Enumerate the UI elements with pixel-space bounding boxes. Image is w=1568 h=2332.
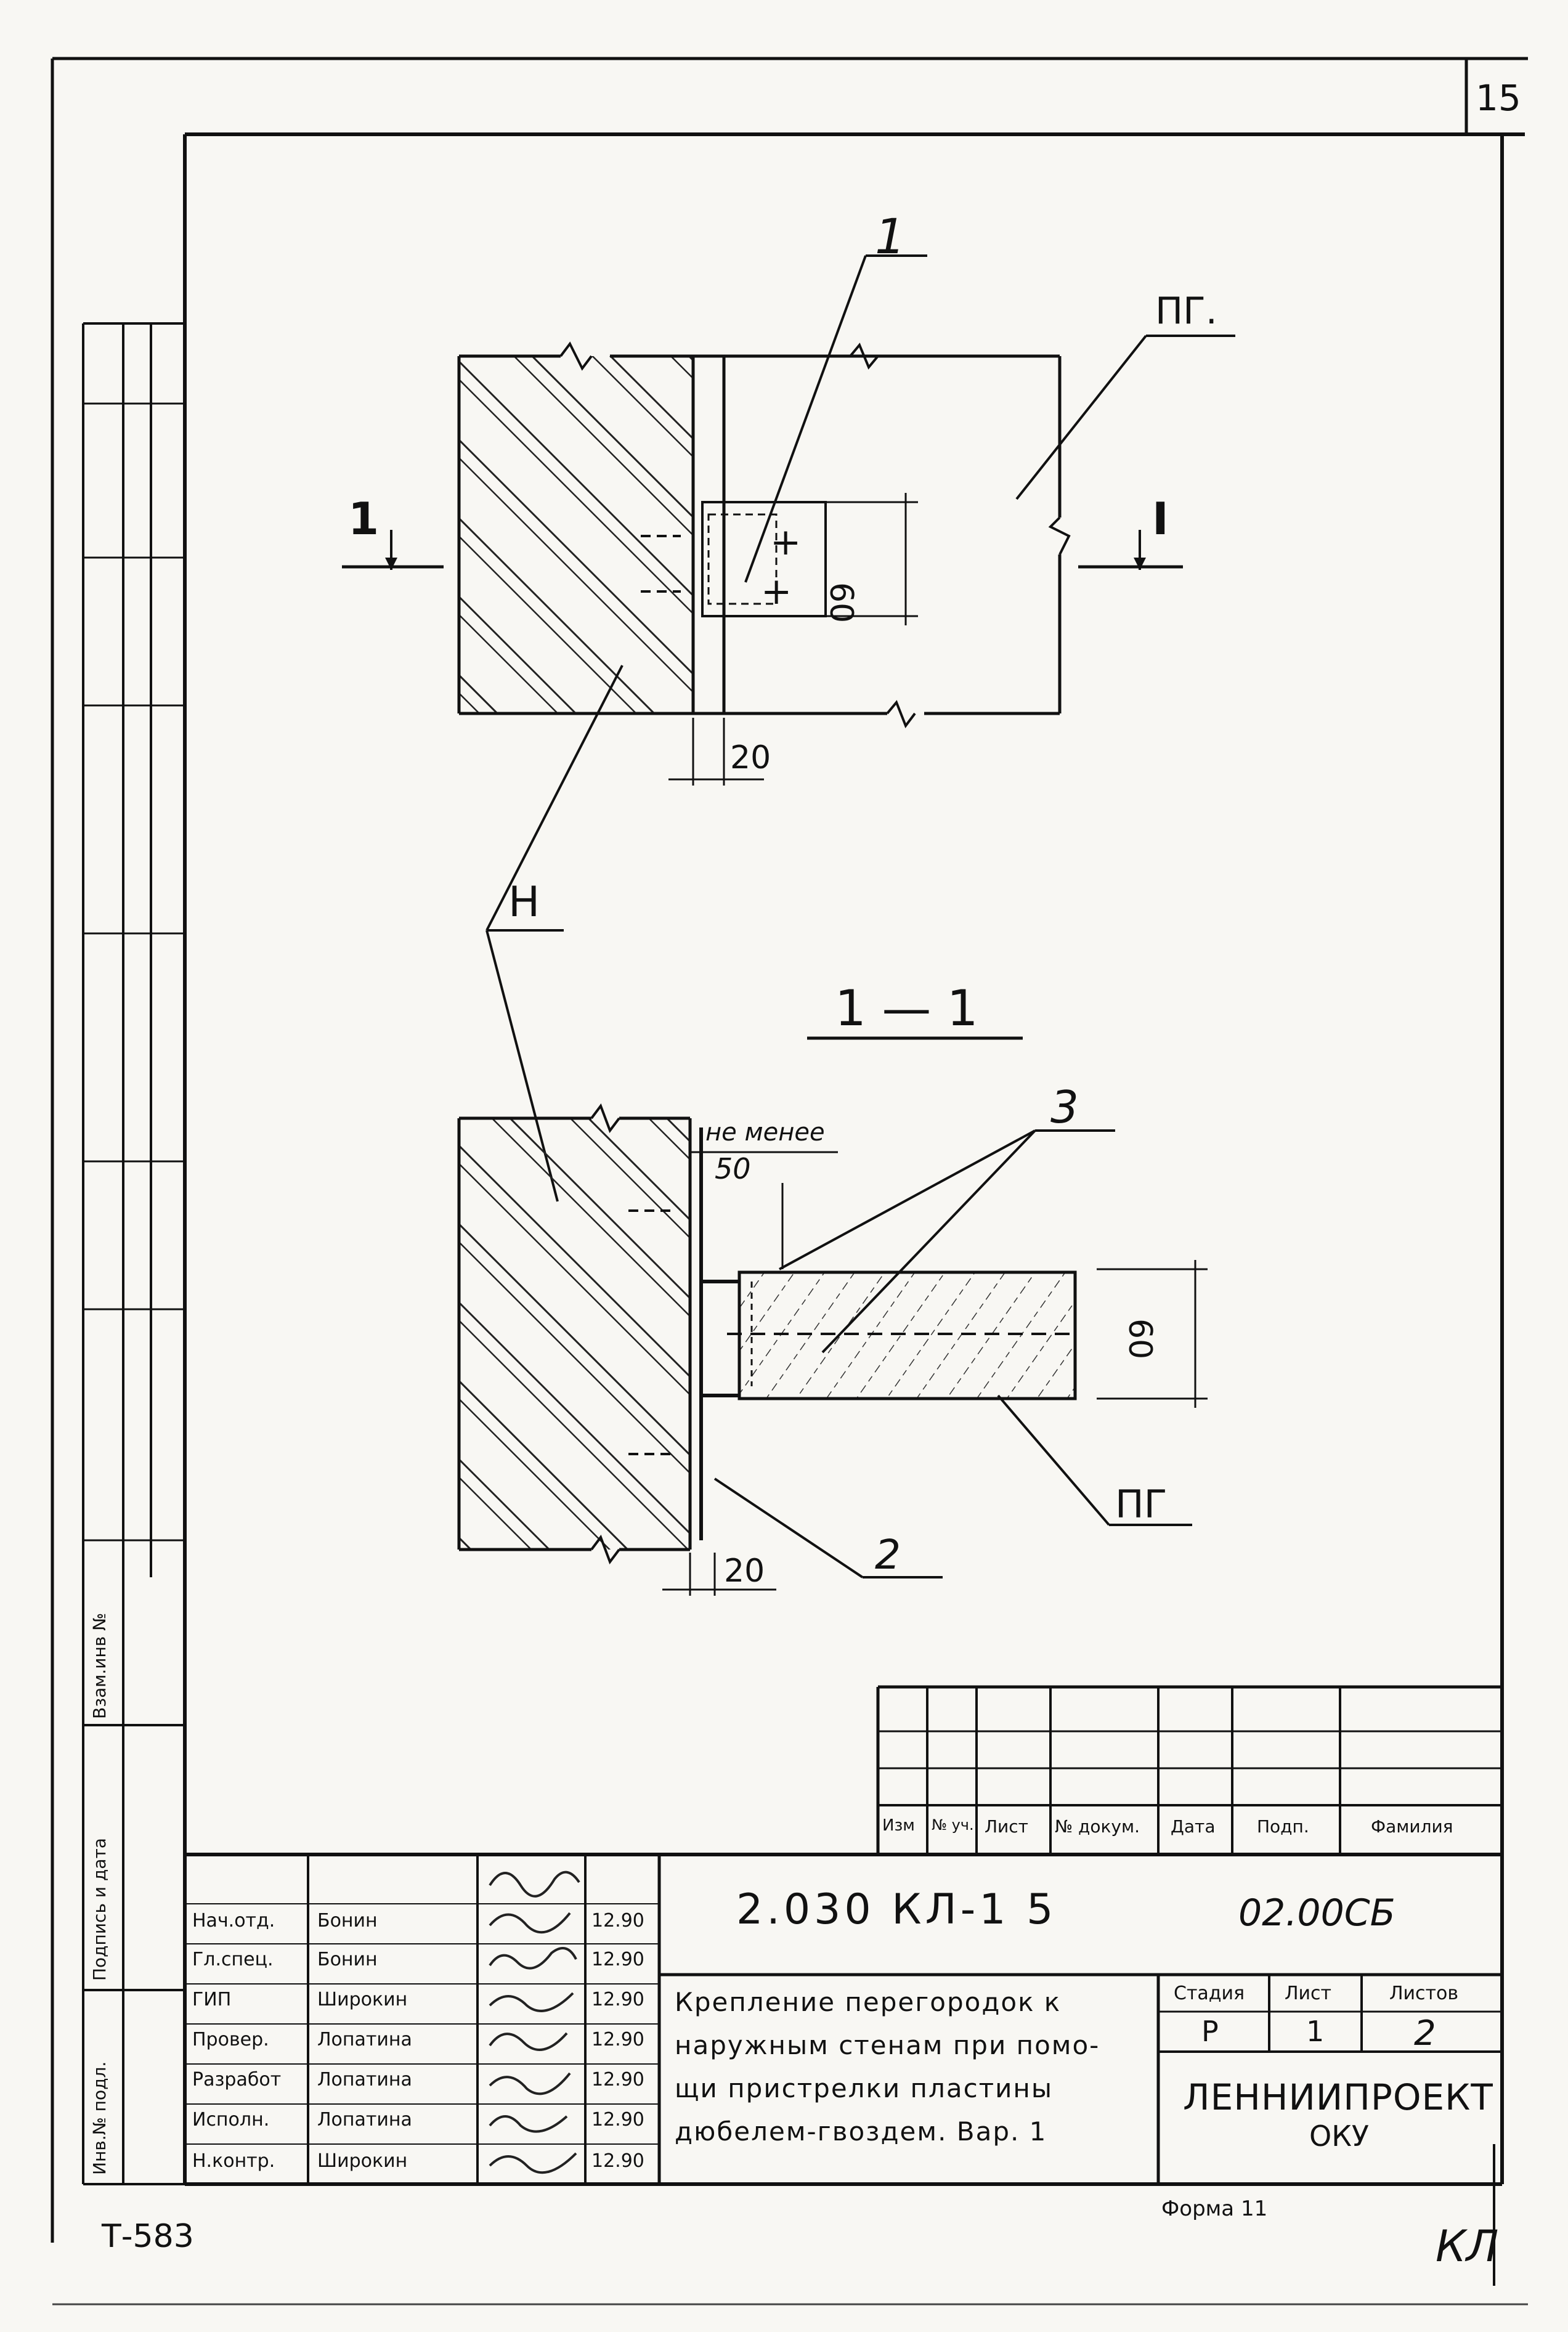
description-line: дюбелем-гвоздем. Вар. 1 [675, 2116, 1047, 2147]
staff-date: 12.90 [591, 2029, 644, 2050]
stage-value: Р [1201, 2015, 1219, 2048]
strip-label-inv-podl: Инв.№ подл. [89, 2061, 110, 2175]
page-number: 15 [1476, 77, 1521, 119]
staff-role: ГИП [192, 1989, 232, 2010]
section-title: 1 — 1 [835, 980, 978, 1037]
organization-name: ЛЕННИИПРОЕКТ [1183, 2076, 1493, 2118]
rev-header-n-uch: № уч. [932, 1816, 974, 1834]
staff-name: Бонин [317, 1949, 378, 1970]
dim-20-top: 20 [730, 739, 771, 776]
label-callout-2: 2 [875, 1531, 901, 1578]
label-h: Н [508, 878, 540, 927]
staff-date: 12.90 [591, 1989, 644, 2010]
staff-date: 12.90 [591, 2150, 644, 2172]
section-mark-right: I [1152, 493, 1169, 545]
note-50: 50 [715, 1152, 751, 1185]
staff-name: Лопатина [317, 2069, 412, 2090]
description-line: Крепление перегородок к [675, 1987, 1062, 2017]
document-code: 2.030 КЛ-1 5 [736, 1885, 1057, 1934]
rev-header-list: Лист [985, 1816, 1028, 1837]
sheet-value: 1 [1306, 2015, 1325, 2048]
staff-date: 12.90 [591, 2109, 644, 2131]
sheets-value: 2 [1414, 2013, 1436, 2054]
dim-60-bottom: 60 [1121, 1318, 1158, 1360]
document-code-suffix: 02.00СБ [1238, 1891, 1395, 1935]
rev-header-izm: Изм [882, 1816, 915, 1835]
description-line: наружным стенам при помо- [675, 2030, 1100, 2060]
staff-role: Разработ [192, 2069, 282, 2090]
dim-60-top: 60 [823, 582, 859, 624]
staff-name: Широкин [317, 2150, 408, 2172]
staff-role: Провер. [192, 2029, 269, 2050]
note-ne-menee: не менее [705, 1118, 825, 1147]
rev-header-n-dokum: № докум. [1055, 1816, 1140, 1837]
staff-role: Гл.спец. [192, 1949, 274, 1970]
dim-20-bottom: 20 [724, 1553, 765, 1590]
footer-signature: КЛ [1436, 2221, 1499, 2272]
footer-left-code: Т-583 [102, 2218, 194, 2255]
staff-date: 12.90 [591, 2069, 644, 2090]
label-callout-1: 1 [875, 209, 906, 265]
staff-name: Бонин [317, 1910, 378, 1932]
rev-header-familiya: Фамилия [1371, 1816, 1453, 1837]
label-pg-bottom: ПГ [1115, 1482, 1168, 1527]
label-callout-3: 3 [1050, 1081, 1079, 1133]
staff-role: Исполн. [192, 2109, 270, 2131]
staff-role: Н.контр. [192, 2150, 275, 2172]
footer-forma: Форма 11 [1161, 2196, 1268, 2221]
strip-label-vzam-inv: Взам.инв № [89, 1612, 110, 1719]
description-line: щи пристрелки пластины [675, 2073, 1054, 2103]
staff-role: Нач.отд. [192, 1910, 275, 1932]
staff-name: Лопатина [317, 2029, 412, 2050]
strip-label-podpis-data: Подпись и дата [89, 1838, 110, 1981]
section-mark-left: 1 [348, 493, 380, 545]
stage-header: Стадия [1174, 1983, 1245, 2004]
svg-text:+: + [761, 570, 792, 613]
svg-text:+: + [770, 521, 801, 564]
staff-date: 12.90 [591, 1910, 644, 1932]
organization-dept: ОКУ [1309, 2119, 1369, 2153]
staff-date: 12.90 [591, 1949, 644, 1970]
sheet-header: Лист [1285, 1983, 1332, 2004]
staff-name: Лопатина [317, 2109, 412, 2131]
sheets-header: Листов [1389, 1983, 1459, 2004]
signature-scribbles [489, 1871, 580, 2174]
rev-header-data: Дата [1171, 1816, 1216, 1837]
label-pg-top: ПГ. [1155, 290, 1217, 333]
staff-name: Широкин [317, 1989, 408, 2010]
rev-header-podp: Подп. [1257, 1816, 1309, 1837]
